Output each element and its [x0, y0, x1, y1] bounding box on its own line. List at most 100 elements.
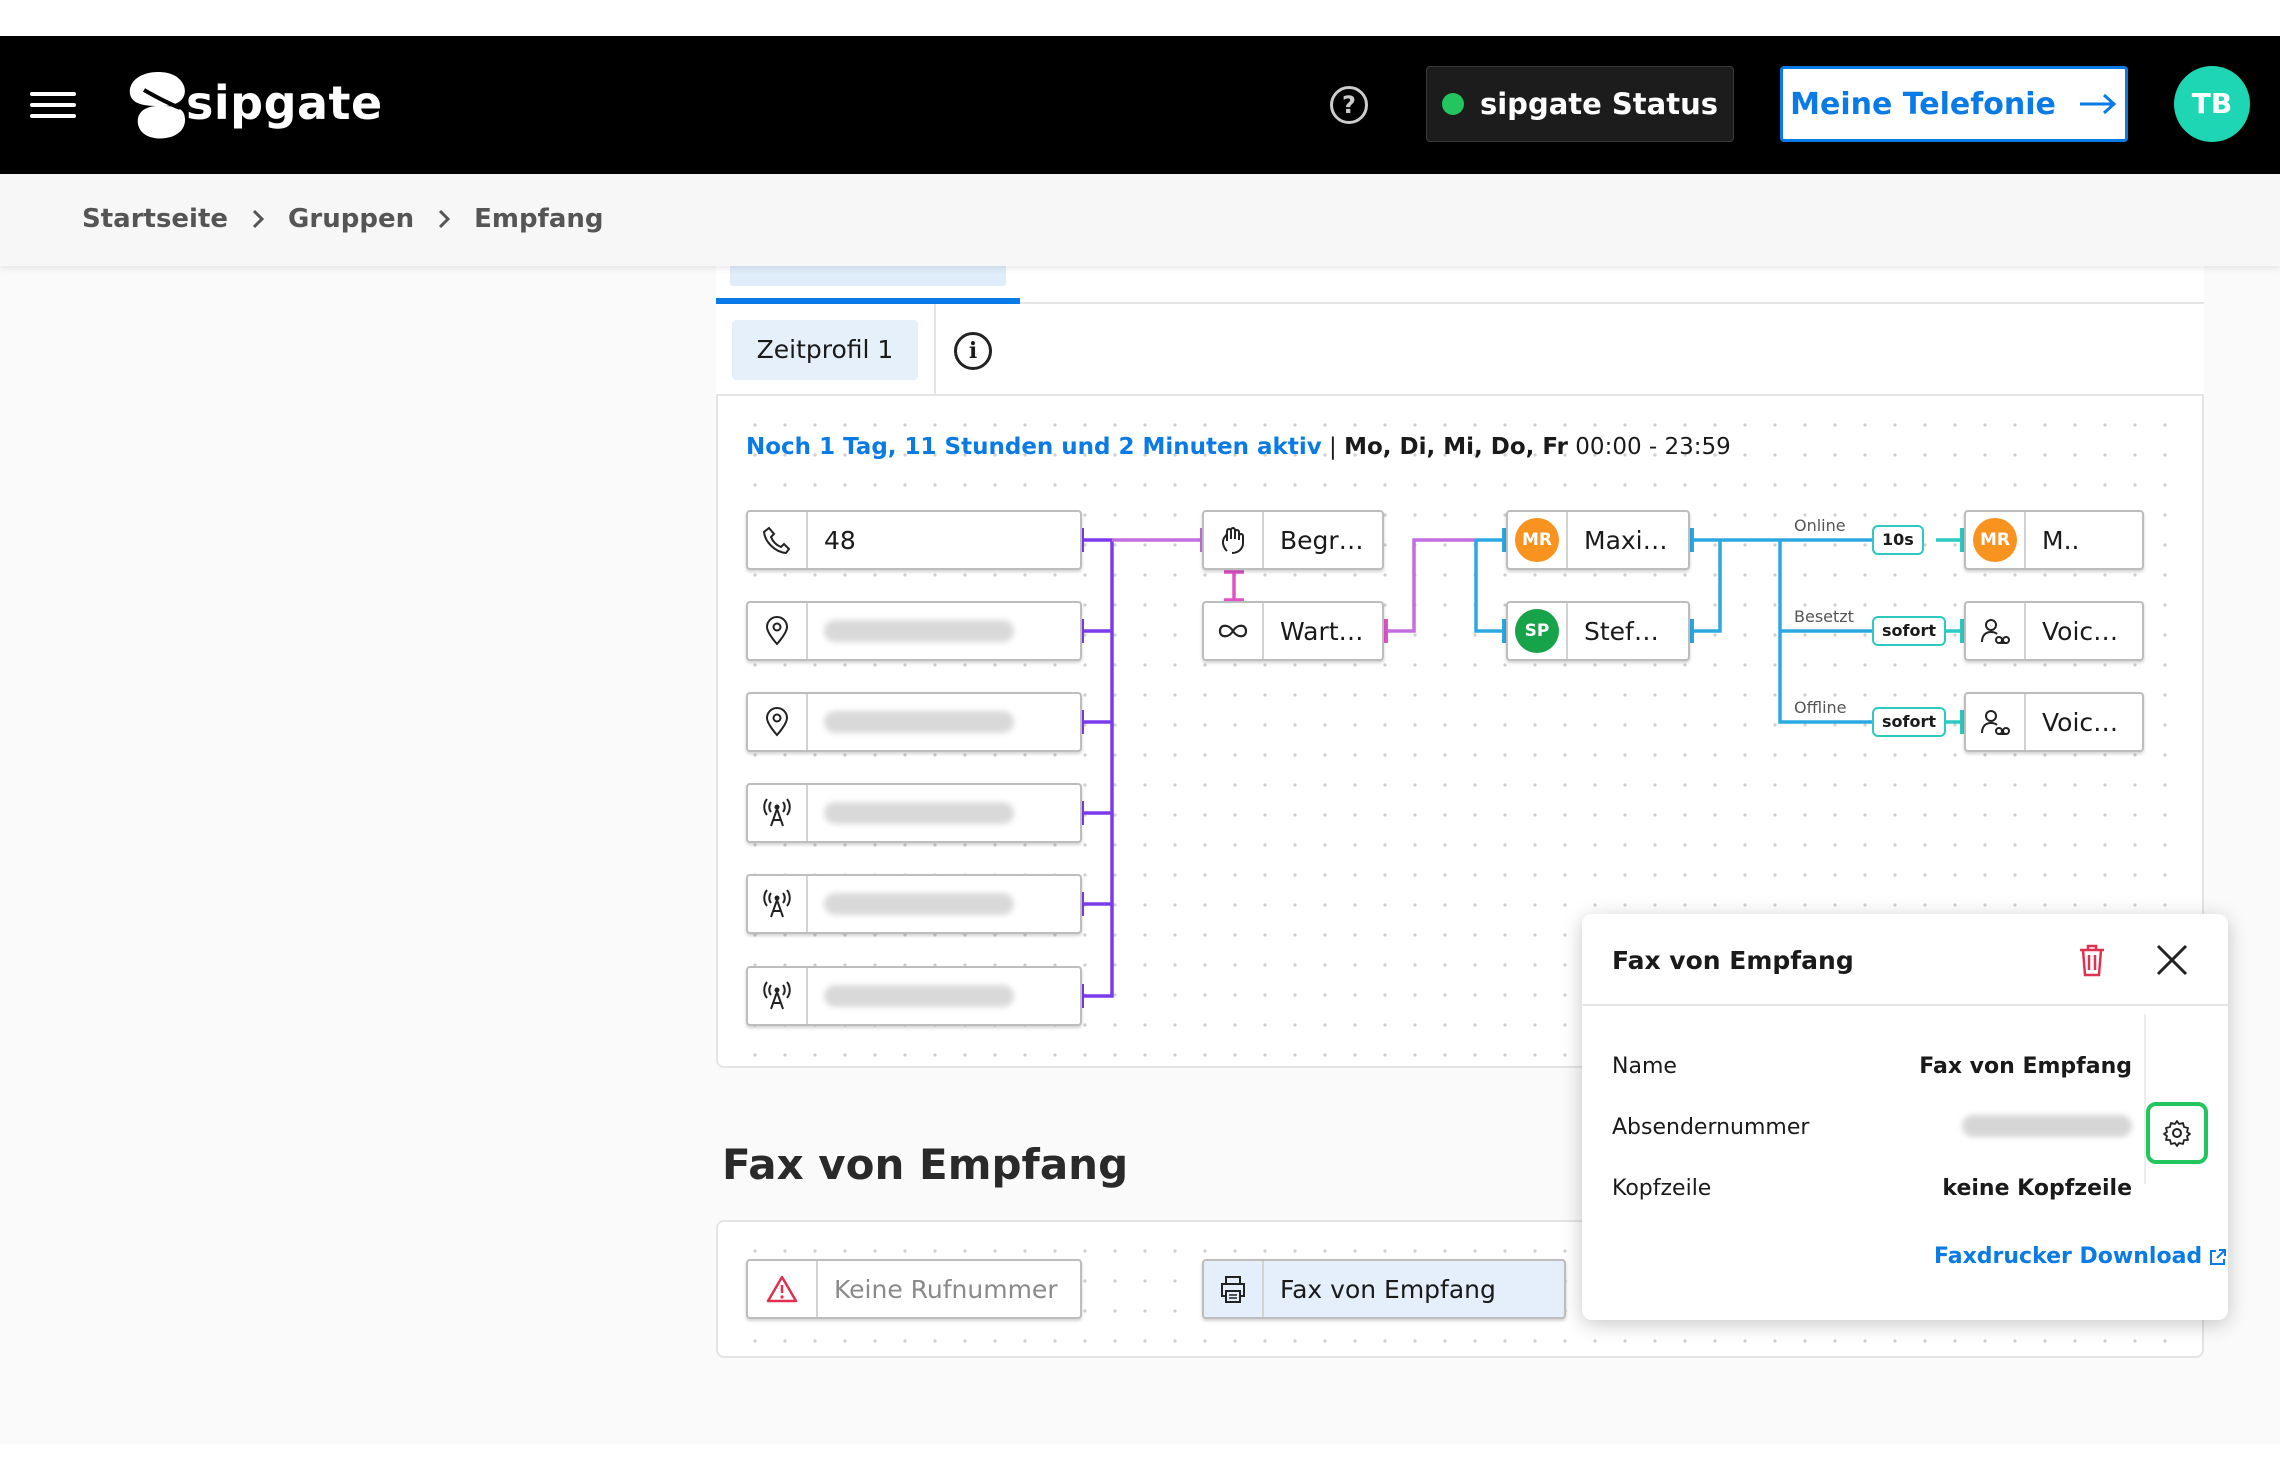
member-avatar: SP: [1515, 609, 1559, 653]
row-key: Kopfzeile: [1612, 1176, 1712, 1201]
sipgate-status-button[interactable]: sipgate Status: [1426, 66, 1734, 142]
top-navigation-bar: sipgate ? sipgate Status Meine Telefonie…: [0, 36, 2280, 174]
member-node[interactable]: MR Maxi…: [1506, 510, 1690, 570]
antenna-icon: [748, 876, 808, 932]
delay-badge[interactable]: 10s: [1872, 525, 1924, 555]
active-remaining: Noch 1 Tag, 11 Stunden und 2 Minuten akt…: [746, 434, 1322, 460]
member-node[interactable]: SP Stef…: [1506, 601, 1690, 661]
member-label: Maxi…: [1584, 525, 1668, 555]
external-link-icon: [2210, 1248, 2227, 1265]
row-value: keine Kopfzeile: [1942, 1176, 2132, 1201]
row-value: Fax von Empfang: [1919, 1054, 2132, 1079]
delay-badge[interactable]: sofort: [1872, 616, 1947, 646]
popover-header: Fax von Empfang: [1582, 914, 2228, 1006]
member-avatar-cell: MR: [1966, 512, 2026, 568]
voicemail-node[interactable]: Voic…: [1964, 692, 2144, 752]
number-node[interactable]: 48: [746, 510, 1082, 570]
forward-target-label: M..: [2042, 525, 2080, 555]
sipgate-logo[interactable]: [118, 68, 198, 144]
condition-label: Online: [1794, 516, 1846, 535]
popover-row-absendernummer: Absendernummer: [1612, 1115, 2132, 1140]
zeitprofil-button[interactable]: Zeitprofil 1: [732, 320, 918, 380]
location-pin-icon: [748, 694, 808, 750]
number-label: 48: [824, 525, 856, 555]
number-node[interactable]: [746, 692, 1082, 752]
row-key: Name: [1612, 1054, 1677, 1079]
blurred-number: [824, 711, 1014, 733]
blurred-number: [824, 620, 1014, 642]
voicemail-label: Voic…: [2042, 616, 2119, 646]
number-node[interactable]: [746, 966, 1082, 1026]
popover-title: Fax von Empfang: [1612, 946, 1854, 975]
waiting-label: Wart…: [1280, 616, 1364, 646]
blurred-number: [824, 893, 1014, 915]
fax-device-node[interactable]: Fax von Empfang: [1202, 1259, 1566, 1319]
info-icon[interactable]: i: [954, 332, 992, 370]
condition-label: Offline: [1794, 698, 1847, 717]
gear-icon: [2163, 1120, 2191, 1147]
divider: [934, 304, 936, 396]
greeting-label: Begr…: [1280, 525, 1364, 555]
breadcrumb-empfang: Empfang: [474, 204, 604, 234]
condition-label: Besetzt: [1794, 607, 1854, 626]
breadcrumb-gruppen[interactable]: Gruppen: [288, 204, 415, 234]
member-avatar-cell: MR: [1508, 512, 1568, 568]
breadcrumb-startseite[interactable]: Startseite: [82, 204, 229, 234]
row-key: Absendernummer: [1612, 1115, 1810, 1140]
fax-section-title: Fax von Empfang: [722, 1140, 1129, 1189]
schedule-days: Mo, Di, Mi, Do, Fr: [1344, 434, 1568, 460]
chevron-right-icon: [439, 209, 451, 229]
chevron-right-icon: [252, 209, 265, 229]
greeting-node[interactable]: Begr…: [1202, 510, 1384, 570]
close-icon[interactable]: [2152, 940, 2192, 980]
warning-icon: [748, 1261, 818, 1317]
voicemail-icon: [1966, 694, 2026, 750]
fax-details-popover: Fax von Empfang Name Fax von Empfang Abs…: [1582, 914, 2228, 1320]
number-node[interactable]: [746, 874, 1082, 934]
meine-telefonie-button[interactable]: Meine Telefonie: [1780, 66, 2128, 142]
printer-icon: [1204, 1261, 1264, 1317]
voicemail-icon: [1966, 603, 2026, 659]
help-icon[interactable]: ?: [1330, 86, 1368, 124]
breadcrumb: Startseite Gruppen Empfang: [82, 204, 604, 234]
status-indicator-icon: [1441, 93, 1464, 115]
location-pin-icon: [748, 603, 808, 659]
schedule-hours: 00:00 - 23:59: [1575, 434, 1731, 460]
antenna-icon: [748, 785, 808, 841]
antenna-icon: [748, 968, 808, 1024]
fax-source-node[interactable]: Keine Rufnummer: [746, 1259, 1082, 1319]
status-button-label: sipgate Status: [1479, 87, 1718, 121]
hand-wave-icon: [1204, 512, 1264, 568]
number-node[interactable]: [746, 601, 1082, 661]
blurred-number: [1962, 1115, 2132, 1137]
user-avatar[interactable]: TB: [2174, 66, 2250, 142]
number-node[interactable]: [746, 783, 1082, 843]
tab-active-underline: [716, 298, 1020, 304]
settings-button[interactable]: [2146, 1102, 2208, 1164]
infinity-icon: [1204, 603, 1264, 659]
delay-badge[interactable]: sofort: [1872, 707, 1947, 737]
active-schedule-text: Noch 1 Tag, 11 Stunden und 2 Minuten akt…: [746, 434, 1731, 460]
menu-icon[interactable]: [28, 88, 78, 122]
waiting-node[interactable]: Wart…: [1202, 601, 1384, 661]
member-avatar: MR: [1973, 518, 2017, 562]
popover-row-name: Name Fax von Empfang: [1612, 1054, 2132, 1079]
trash-icon[interactable]: [2072, 940, 2112, 980]
voicemail-node[interactable]: Voic…: [1964, 601, 2144, 661]
schedule-separator: |: [1329, 434, 1337, 460]
telefonie-button-label: Meine Telefonie: [1790, 86, 2056, 122]
member-label: Stef…: [1584, 616, 1659, 646]
breadcrumb-bar: Startseite Gruppen Empfang: [0, 174, 2280, 266]
fax-device-label: Fax von Empfang: [1280, 1274, 1496, 1304]
brand-name[interactable]: sipgate: [186, 76, 383, 130]
divider: [2144, 1014, 2146, 1184]
faxdrucker-download-link[interactable]: Faxdrucker Download: [1934, 1244, 2228, 1269]
member-avatar: MR: [1515, 518, 1559, 562]
popover-row-kopfzeile: Kopfzeile keine Kopfzeile: [1612, 1176, 2132, 1201]
blurred-number: [824, 802, 1014, 824]
profile-row: [716, 304, 2204, 396]
phone-icon: [748, 512, 808, 568]
forward-target-node[interactable]: MR M..: [1964, 510, 2144, 570]
fax-source-label: Keine Rufnummer: [834, 1274, 1058, 1304]
voicemail-label: Voic…: [2042, 707, 2119, 737]
